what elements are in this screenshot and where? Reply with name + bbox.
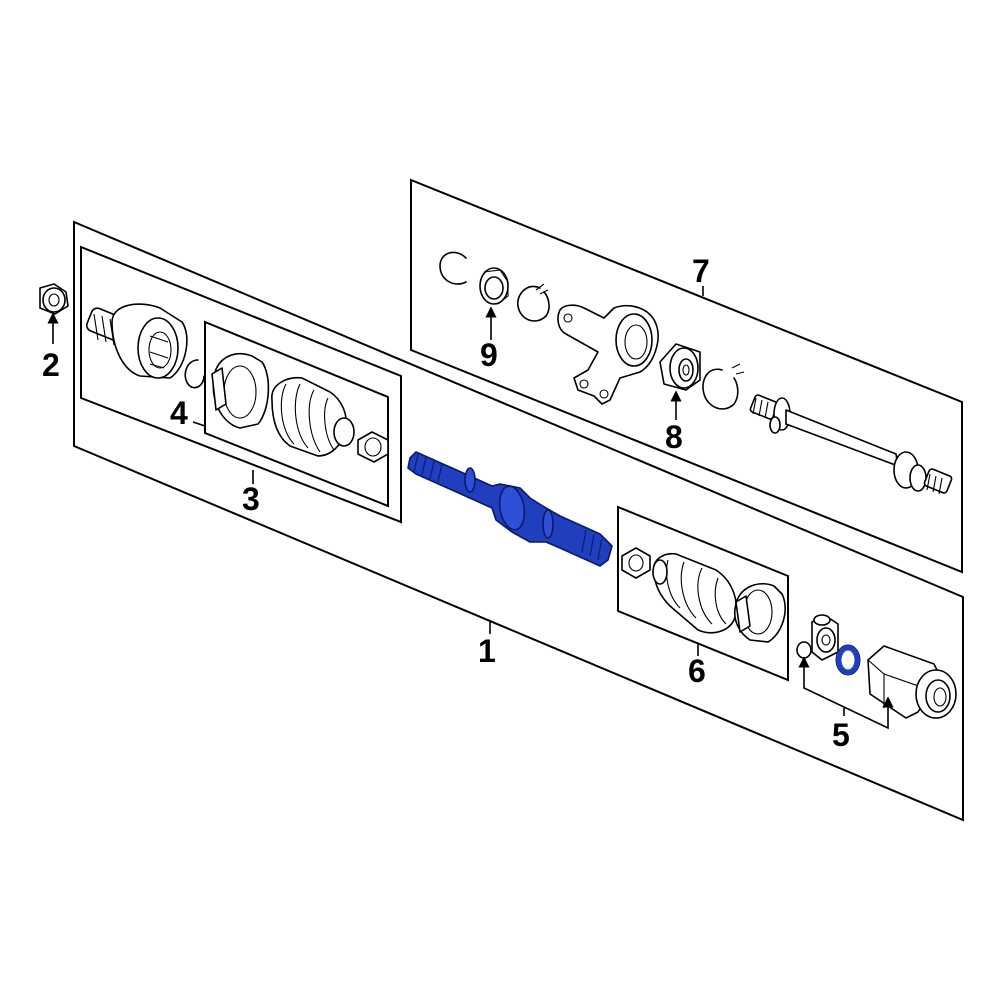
bearing-support-bracket[interactable] (557, 304, 659, 405)
callout-3: 3 (242, 481, 260, 517)
callout-7: 7 (692, 253, 710, 289)
half-shaft-highlighted[interactable] (407, 451, 613, 567)
leader-4 (192, 421, 206, 427)
outer-cv-boot[interactable] (271, 376, 355, 457)
bearing-snap-ring-bracket[interactable] (702, 363, 745, 410)
inner-boot-clamp-small[interactable] (621, 547, 651, 579)
axle-nut[interactable] (39, 283, 69, 315)
callout-9: 9 (480, 337, 498, 373)
callout-5: 5 (832, 717, 850, 753)
support-bearing[interactable] (659, 343, 701, 391)
outer-boot-clamp-large[interactable] (211, 352, 270, 429)
callout-6: 6 (688, 653, 706, 689)
tripod-joint[interactable] (796, 614, 839, 661)
inner-boot-clamp-large[interactable] (734, 582, 786, 643)
intermediate-shaft[interactable] (749, 394, 953, 495)
dust-seal[interactable] (479, 267, 509, 305)
leader-5 (798, 656, 894, 730)
inner-cv-boot[interactable] (652, 552, 738, 634)
callout-2: 2 (42, 347, 60, 383)
callout-1: 1 (478, 633, 496, 669)
outer-cv-joint[interactable] (85, 303, 188, 379)
bearing-snap-ring-right[interactable] (517, 283, 550, 322)
callout-4: 4 (170, 395, 188, 431)
outer-snap-ring[interactable] (184, 359, 205, 389)
callout-8: 8 (665, 419, 683, 455)
outer-boot-clamp-small[interactable] (357, 431, 389, 463)
bearing-snap-ring-left[interactable] (439, 251, 467, 285)
